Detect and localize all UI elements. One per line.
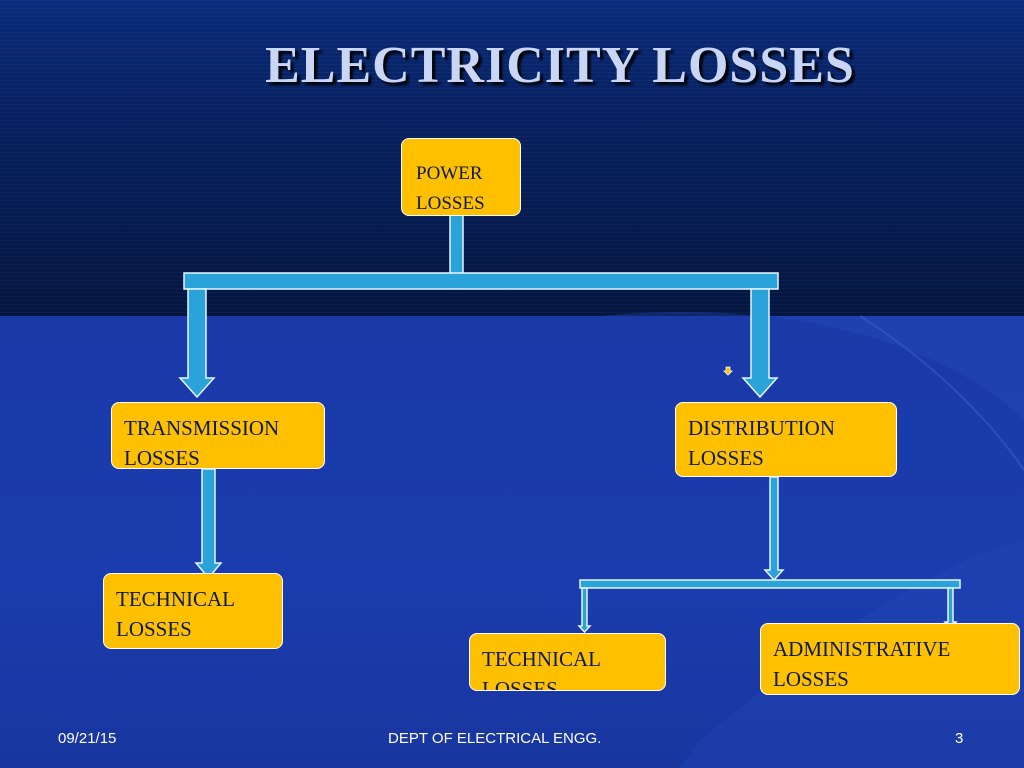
right-down-arrow	[741, 288, 779, 399]
node-power-line1: POWER	[416, 163, 483, 184]
administrative-drop	[943, 587, 958, 630]
node-technical-left-line2: LOSSES	[116, 617, 192, 641]
transmission-technical-arrow	[194, 468, 223, 580]
node-administrative-line1: ADMINISTRATIVE	[773, 637, 951, 661]
small-marker-icon	[723, 366, 733, 376]
node-distribution-line1: DISTRIBUTION	[688, 416, 835, 440]
node-distribution-losses: DISTRIBUTION LOSSES	[675, 402, 897, 477]
power-stem	[449, 214, 464, 276]
node-transmission-line2: LOSSES	[124, 446, 200, 469]
node-technical-left-line1: TECHNICAL	[116, 587, 235, 611]
footer-page-number: 3	[955, 730, 964, 747]
footer-date: 09/21/15	[58, 730, 117, 747]
footer-department: DEPT OF ELECTRICAL ENGG.	[388, 730, 602, 747]
node-transmission-line1: TRANSMISSION	[124, 416, 280, 440]
node-technical-right-line2: LOSSES	[482, 677, 558, 691]
distribution-stem-arrow	[763, 476, 785, 582]
top-branch-bar	[183, 272, 779, 290]
left-down-arrow	[178, 288, 216, 399]
slide-title: ELECTRICITY LOSSES	[265, 37, 855, 94]
node-technical-right-line1: TECHNICAL	[482, 647, 601, 671]
node-administrative-losses: ADMINISTRATIVE LOSSES	[760, 623, 1020, 695]
node-administrative-line2: LOSSES	[773, 667, 849, 691]
node-technical-losses-left: TECHNICAL LOSSES	[103, 573, 283, 649]
node-distribution-line2: LOSSES	[688, 446, 764, 470]
node-power-losses: POWER LOSSES	[401, 138, 521, 216]
technical-right-drop	[577, 587, 592, 634]
node-transmission-losses: TRANSMISSION LOSSES	[111, 402, 325, 469]
node-power-line2: LOSSES	[416, 193, 485, 214]
node-technical-losses-right: TECHNICAL LOSSES	[469, 633, 666, 691]
bottom-branch-bar	[579, 579, 961, 589]
